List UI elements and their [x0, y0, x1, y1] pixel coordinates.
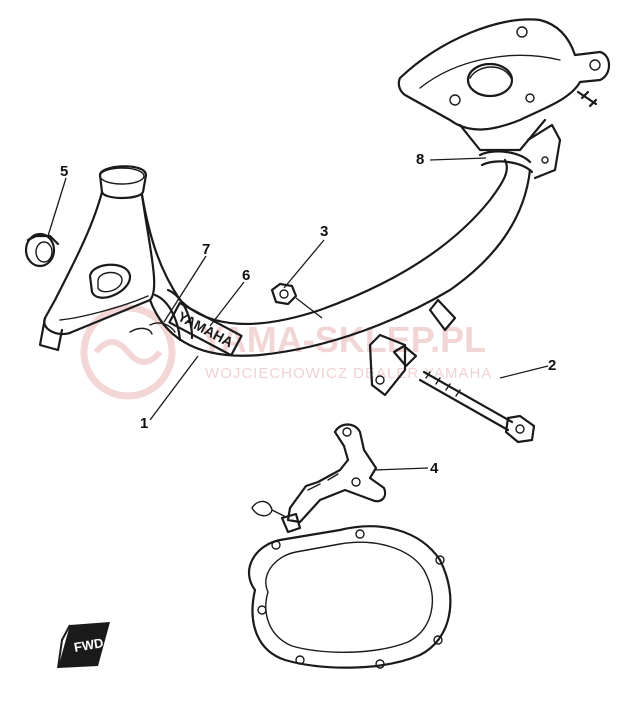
callouts: 1 2 3 4 5 6 7 8 [60, 151, 556, 477]
watermark-logo-wave [93, 339, 163, 365]
callout-7: 7 [202, 241, 210, 258]
callout-2: 2 [548, 357, 556, 374]
engine-cover [248, 525, 452, 669]
callout-8: 8 [416, 151, 424, 168]
top-bracket [397, 18, 611, 152]
leader-lines [47, 157, 549, 471]
callout-5: 5 [60, 163, 68, 180]
part-3-nut [270, 282, 298, 306]
callout-1: 1 [140, 415, 148, 432]
part-7-band [129, 322, 176, 335]
watermark-main: YAMA-SKLEP.PL [200, 319, 486, 360]
fwd-arrow-icon: FWD [57, 622, 110, 669]
callout-6: 6 [242, 267, 250, 284]
callout-3: 3 [320, 223, 328, 240]
callout-4: 4 [430, 460, 439, 477]
watermark: YAMA-SKLEP.PL WOJCIECHOWICZ DEALER YAMAH… [80, 304, 492, 400]
part-2-bolt [392, 344, 536, 444]
part-4-bracket [251, 423, 387, 534]
part-5-grommet [24, 232, 60, 268]
watermark-sub: WOJCIECHOWICZ DEALER YAMAHA [205, 365, 492, 382]
fwd-label: FWD [73, 635, 105, 655]
